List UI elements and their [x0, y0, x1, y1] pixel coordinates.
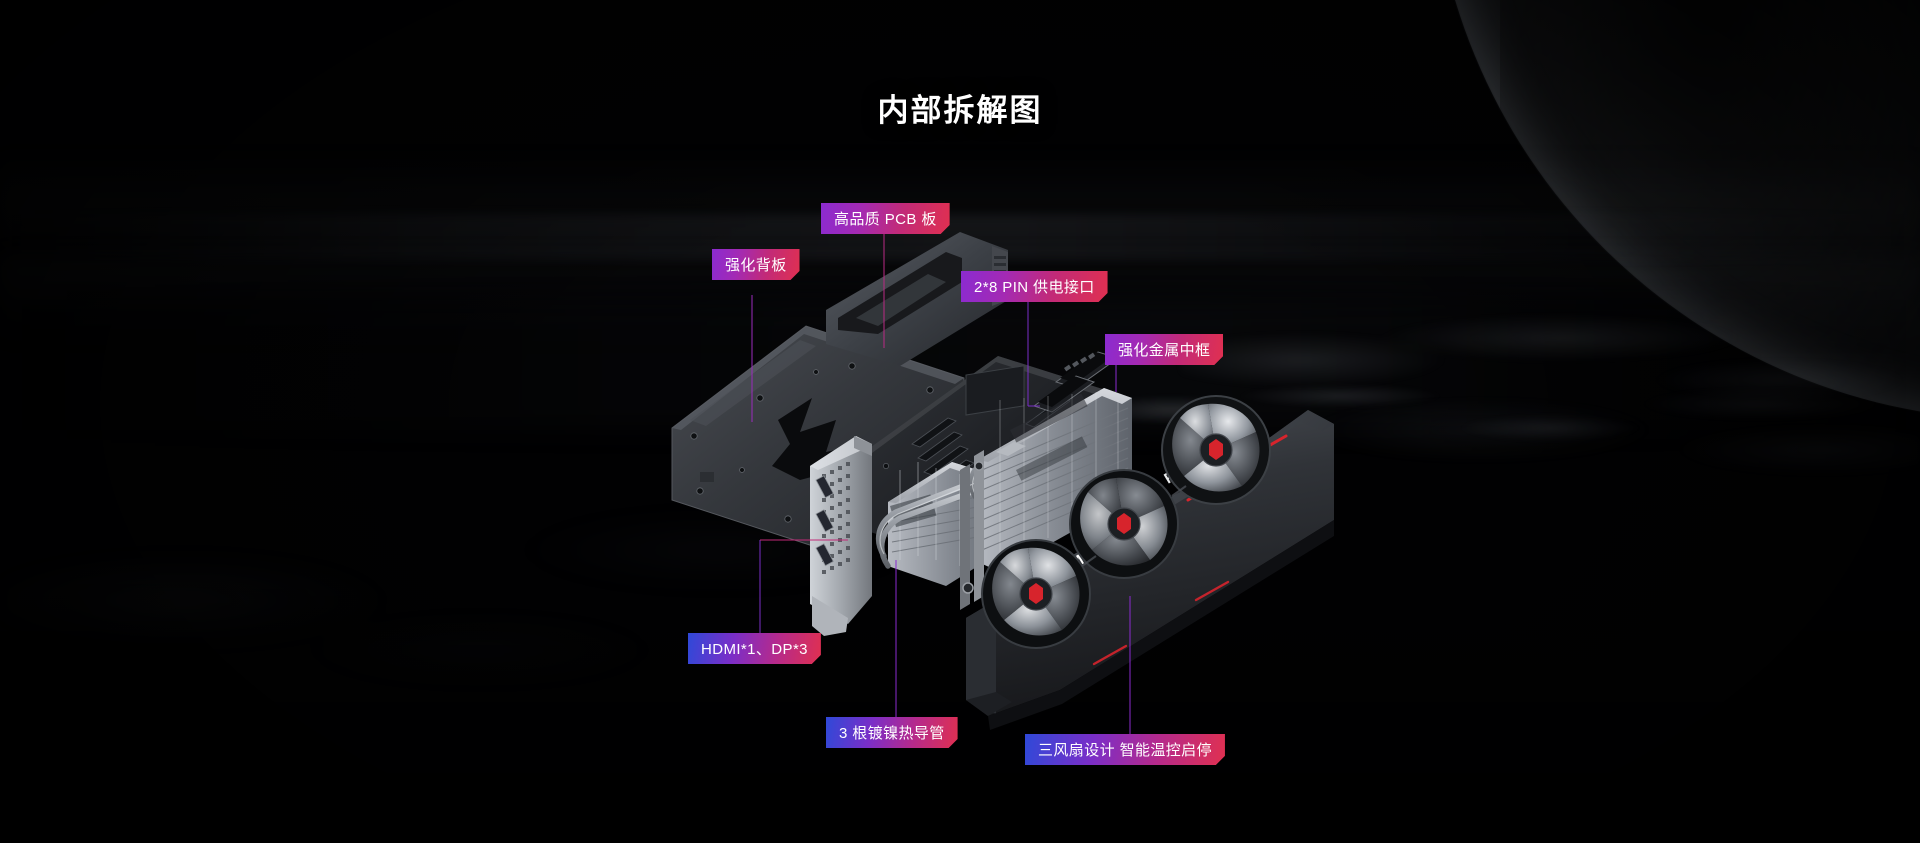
callout-pcb[interactable]: 高品质 PCB 板	[821, 203, 950, 234]
callout-io-ports[interactable]: HDMI*1、DP*3	[688, 633, 821, 664]
callout-backplate[interactable]: 强化背板	[712, 249, 800, 280]
callout-fans[interactable]: 三风扇设计 智能温控启停	[1025, 734, 1225, 765]
power-connector-8pin	[1032, 351, 1120, 413]
fan-middle	[1069, 469, 1179, 579]
callout-midframe[interactable]: 强化金属中框	[1105, 334, 1223, 365]
part-midframe-heatsink	[875, 388, 1132, 610]
fan-right	[1161, 395, 1271, 505]
midframe-rails	[960, 450, 984, 610]
section-title: 内部拆解图	[877, 93, 1043, 128]
fan-left	[981, 539, 1091, 649]
part-fan-shroud-assembly: VASTARMOR RADEON	[966, 395, 1334, 730]
part-io-bracket	[810, 436, 872, 636]
callout-heatpipes[interactable]: 3 根镀镍热导管	[826, 717, 958, 748]
callout-power-port[interactable]: 2*8 PIN 供电接口	[961, 271, 1108, 302]
leader-lines	[751, 234, 1131, 734]
